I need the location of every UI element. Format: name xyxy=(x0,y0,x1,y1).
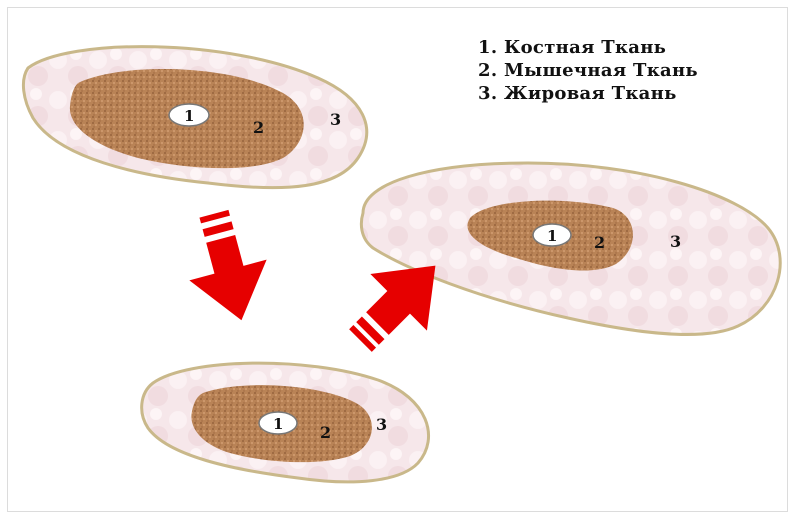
legend-item-muscle: 2. Мышечная Ткань xyxy=(478,59,698,82)
legend-item-fat: 3. Жировая Ткань xyxy=(478,82,698,105)
legend: 1. Костная Ткань 2. Мышечная Ткань 3. Жи… xyxy=(478,36,698,105)
legend-item-bone: 1. Костная Ткань xyxy=(478,36,698,59)
label-bone: 1 xyxy=(547,227,557,245)
label-bone: 1 xyxy=(184,107,194,125)
arrow-down-icon xyxy=(174,204,280,331)
label-bone: 1 xyxy=(273,415,283,433)
cross-section-loss: 1 2 3 xyxy=(142,363,429,482)
label-muscle: 2 xyxy=(320,423,331,442)
cross-section-initial: 1 2 3 xyxy=(23,47,366,188)
label-muscle: 2 xyxy=(253,118,264,137)
label-muscle: 2 xyxy=(594,233,605,252)
label-fat: 3 xyxy=(376,415,387,434)
diagram-canvas: 1 2 3 1 2 3 1 2 3 xyxy=(7,7,788,512)
label-fat: 3 xyxy=(670,232,681,251)
label-fat: 3 xyxy=(330,110,341,129)
